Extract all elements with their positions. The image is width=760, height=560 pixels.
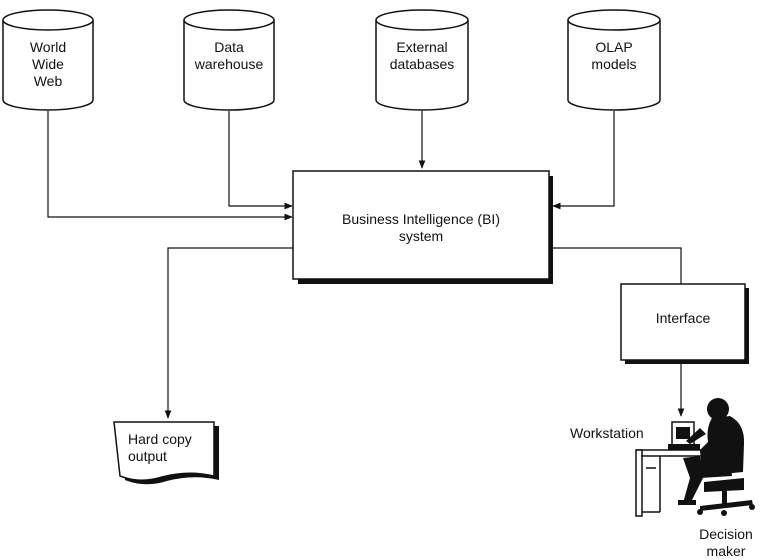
dw-label-line-1: Data xyxy=(214,39,244,55)
bi-label-line-2: system xyxy=(398,228,444,244)
cylinder-data-warehouse xyxy=(183,9,275,111)
hardcopy-document-shape xyxy=(113,421,219,485)
bi-system-label: Business Intelligence (BI) system xyxy=(293,211,549,245)
connector-bi-to-interface xyxy=(553,247,682,284)
decision-maker-label: Decision maker xyxy=(690,526,760,560)
connector-olap-to-bi xyxy=(552,111,615,210)
www-label: World Wide Web xyxy=(3,39,93,90)
connector-dw-to-bi xyxy=(228,111,293,210)
cylinder-world-wide-web xyxy=(2,9,94,111)
decision-maker-label-line-2: maker xyxy=(706,543,746,559)
bi-label-line-1: Business Intelligence (BI) xyxy=(342,211,500,227)
extdb-label-line-2: databases xyxy=(389,56,455,72)
cylinder-external-databases xyxy=(375,9,469,111)
interface-label: Interface xyxy=(655,310,711,326)
extdb-label-line-1: External xyxy=(396,39,448,55)
hardcopy-label-line-2: output xyxy=(128,448,167,464)
www-label-line-1: World xyxy=(29,39,67,55)
olap-label-line-1: OLAP xyxy=(595,39,633,55)
external-databases-label: External databases xyxy=(376,39,468,73)
olap-label-line-2: models xyxy=(591,56,637,72)
connector-bi-to-hardcopy xyxy=(164,247,293,419)
bi-system-box xyxy=(292,170,550,280)
dw-label-line-2: warehouse xyxy=(194,56,264,72)
cylinder-olap-models xyxy=(567,9,661,111)
hardcopy-label-line-1: Hard copy xyxy=(128,431,192,447)
interface-box xyxy=(620,283,746,361)
decision-maker-silhouette-icon xyxy=(678,398,755,516)
www-label-line-3: Web xyxy=(33,73,63,89)
hardcopy-label: Hard copy output xyxy=(128,431,192,465)
data-warehouse-label: Data warehouse xyxy=(184,39,274,73)
www-label-line-2: Wide xyxy=(32,56,64,72)
olap-models-label: OLAP models xyxy=(568,39,660,73)
connector-www-to-bi xyxy=(47,111,293,221)
workstation-label: Workstation xyxy=(570,425,644,441)
decision-maker-label-line-1: Decision xyxy=(699,526,753,542)
